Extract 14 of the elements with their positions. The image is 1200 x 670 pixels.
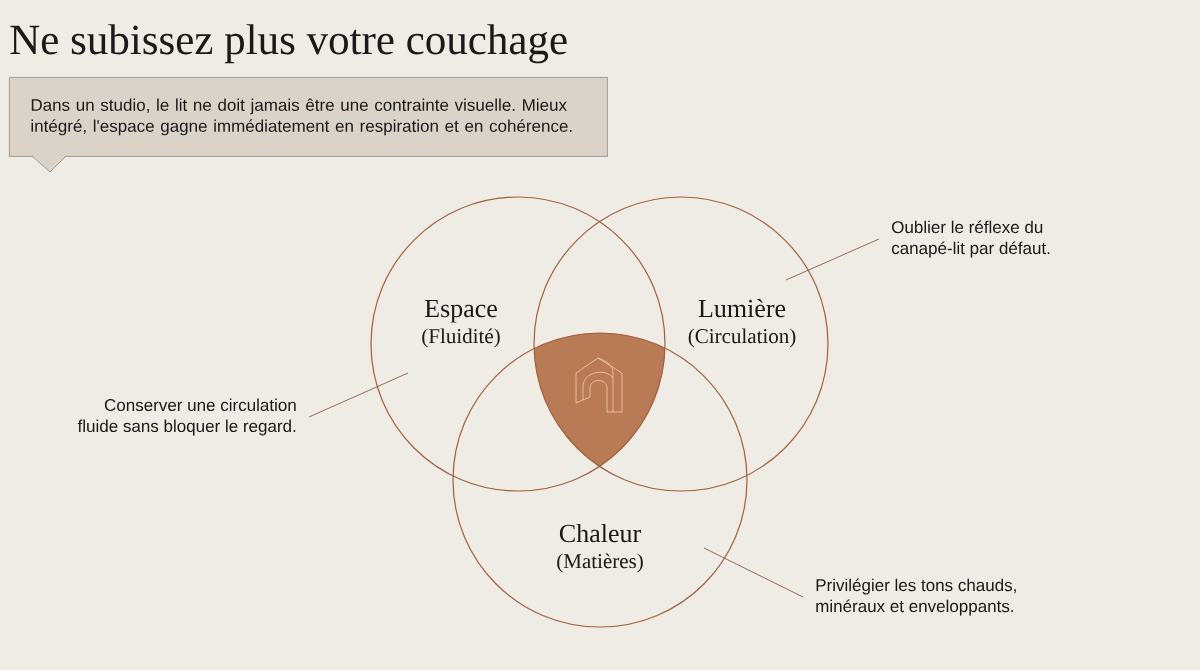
annotation-text: Conserver une circulation fluide sans bloquer le regard. — [77, 398, 296, 436]
annotation-text: Oublier le réflexe du canapé-lit par défaut. — [891, 220, 1050, 258]
leader-line — [703, 547, 804, 598]
circle-subtitle: (Circulation) — [688, 328, 796, 348]
callout-box: Dans un studio, le lit ne doit jamais être une contrainte visuelle. Mieux intégré, l'espace gagne immédiatement en respiration et en cohérence. — [9, 77, 608, 173]
leader-line — [785, 238, 880, 281]
leader-line — [308, 372, 409, 418]
circle-title: Lumière — [698, 298, 786, 318]
circle-subtitle: (Matières) — [557, 553, 643, 573]
circle-title: Chaleur — [559, 523, 641, 543]
annotation-text: Privilégier les tons chauds, minéraux et enveloppants. — [816, 578, 1016, 616]
circle-title: Espace — [424, 299, 497, 323]
circle-subtitle: (Fluidité) — [422, 328, 500, 348]
title: Ne subissez plus votre couchage — [10, 24, 567, 64]
